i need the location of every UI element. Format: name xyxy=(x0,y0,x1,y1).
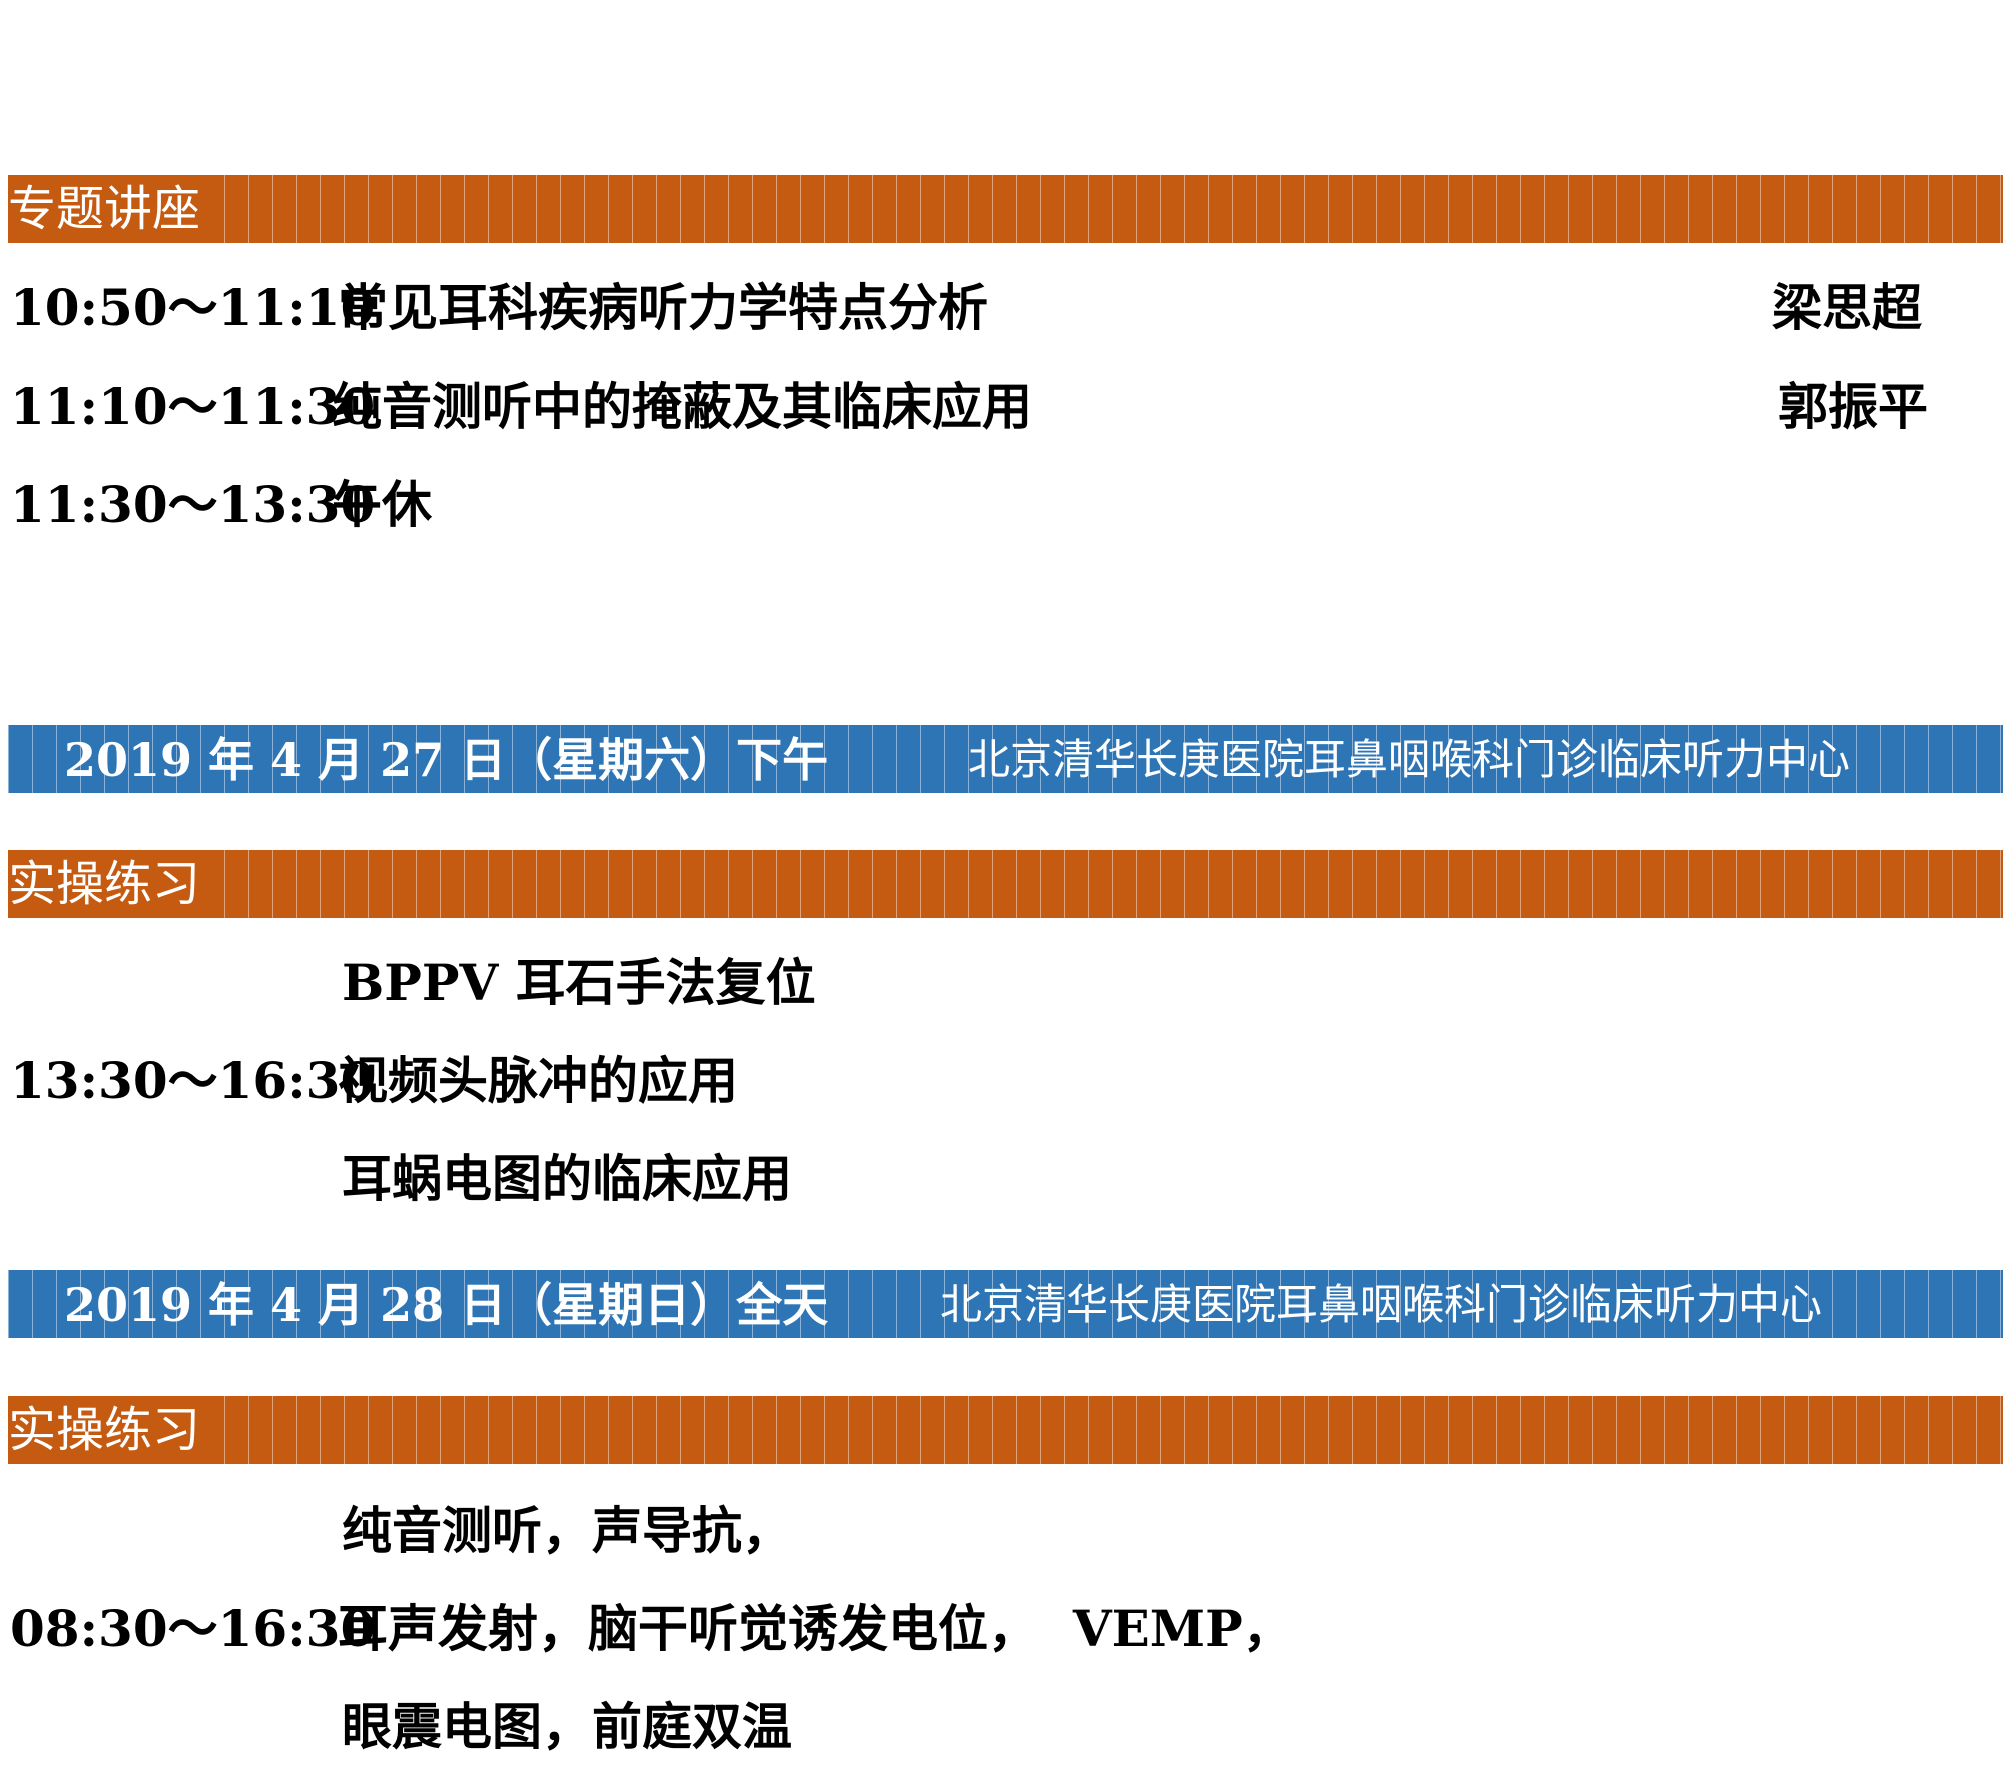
location-label: 北京清华长庚医院耳鼻咽喉科门诊临床听力中心 xyxy=(968,735,1851,784)
practice-topic: BPPV 耳石手法复位 xyxy=(342,953,816,1012)
practice-topic: 耳声发射，脑干听觉诱发电位， VEMP， xyxy=(338,1599,1293,1658)
practice-item: 纯音测听，声导抗， xyxy=(0,1496,2008,1566)
time-range: 11:30～13:30 xyxy=(10,475,376,534)
schedule-row: 11:30～13:30 午休 xyxy=(0,470,2008,540)
practice-topic: 视频头脉冲的应用 xyxy=(338,1051,738,1110)
section-header-lecture: 专题讲座 xyxy=(8,175,2003,243)
practice-topic: 眼震电图，前庭双温 xyxy=(342,1697,792,1756)
schedule-row: 10:50～11:10 常见耳科疾病听力学特点分析 梁思超 xyxy=(0,273,2008,343)
date-banner-sunday: 2019 年 4 月 28 日（星期日）全天 北京清华长庚医院耳鼻咽喉科门诊临床… xyxy=(8,1270,2003,1338)
date-label: 2019 年 4 月 28 日（星期日）全天 xyxy=(64,1278,829,1332)
date-label: 2019 年 4 月 27 日（星期六）下午 xyxy=(64,733,829,787)
section-title: 实操练习 xyxy=(8,850,215,918)
section-header-practice: 实操练习 xyxy=(8,1396,2003,1464)
time-range: 13:30～16:30 xyxy=(10,1051,376,1110)
time-range: 08:30～16:30 xyxy=(10,1599,376,1658)
practice-topic: 耳蜗电图的临床应用 xyxy=(342,1149,792,1208)
section-title: 实操练习 xyxy=(8,1396,215,1464)
section-title: 专题讲座 xyxy=(8,175,215,243)
lecture-topic: 纯音测听中的掩蔽及其临床应用 xyxy=(332,377,1032,436)
practice-item: 08:30～16:30 耳声发射，脑干听觉诱发电位， VEMP， xyxy=(0,1594,2008,1664)
practice-item: 13:30～16:30 视频头脉冲的应用 xyxy=(0,1046,2008,1116)
location-label: 北京清华长庚医院耳鼻咽喉科门诊临床听力中心 xyxy=(940,1280,1823,1329)
speaker-name: 郭振平 xyxy=(1778,377,1928,436)
time-range: 10:50～11:10 xyxy=(10,278,376,337)
section-header-practice: 实操练习 xyxy=(8,850,2003,918)
time-range: 11:10～11:30 xyxy=(10,377,376,436)
lecture-topic: 常见耳科疾病听力学特点分析 xyxy=(338,278,988,337)
lunch-break: 午休 xyxy=(332,475,432,534)
schedule-row: 11:10～11:30 纯音测听中的掩蔽及其临床应用 郭振平 xyxy=(0,372,2008,442)
date-banner-saturday: 2019 年 4 月 27 日（星期六）下午 北京清华长庚医院耳鼻咽喉科门诊临床… xyxy=(8,725,2003,793)
practice-topic: 纯音测听，声导抗， xyxy=(342,1501,792,1560)
practice-item: 眼震电图，前庭双温 xyxy=(0,1692,2008,1762)
practice-item: 耳蜗电图的临床应用 xyxy=(0,1144,2008,1214)
practice-item: BPPV 耳石手法复位 xyxy=(0,948,2008,1018)
speaker-name: 梁思超 xyxy=(1772,278,1922,337)
